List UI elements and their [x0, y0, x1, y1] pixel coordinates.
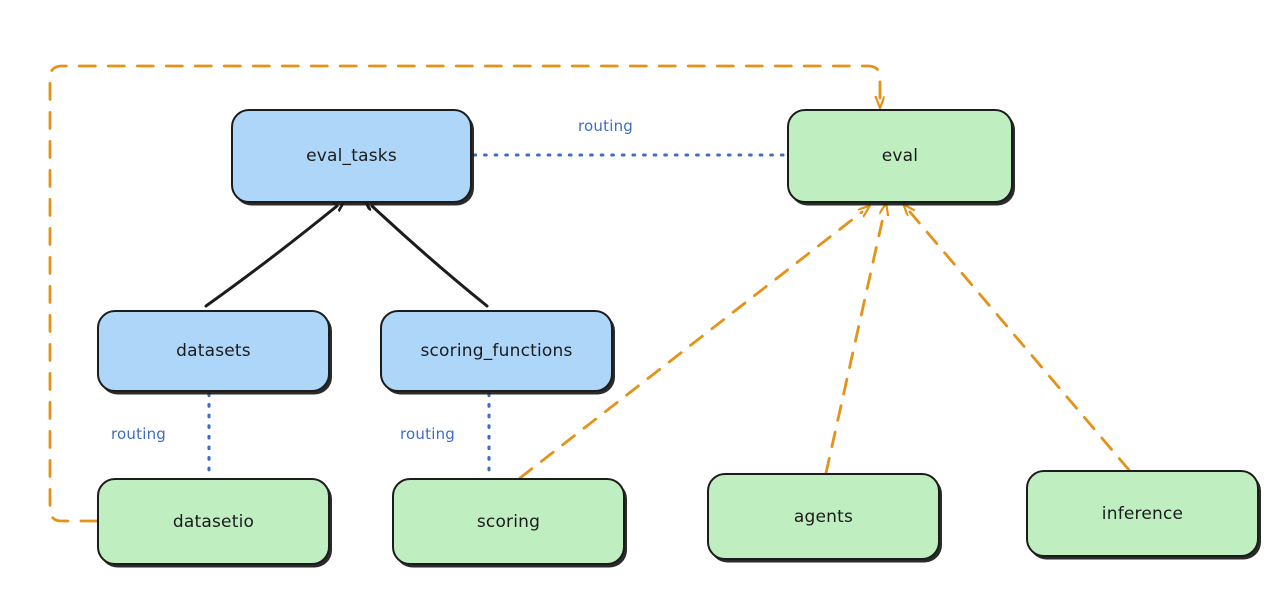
- node-label: eval: [881, 146, 919, 166]
- edge-datasets-eval_tasks: [204, 206, 337, 308]
- node-eval-tasks[interactable]: eval_tasks: [231, 109, 472, 203]
- node-label: datasetio: [172, 511, 255, 532]
- node-label: agents: [793, 506, 854, 527]
- edge-label-routing-datasets: routing: [111, 425, 166, 443]
- node-agents[interactable]: agents: [707, 473, 940, 560]
- edge-scoring-eval: [518, 212, 862, 480]
- edge-agents-eval: [824, 213, 884, 475]
- node-label: scoring: [476, 511, 541, 532]
- node-inference[interactable]: inference: [1026, 470, 1259, 557]
- edge-label-routing-scoring-functions: routing: [400, 425, 455, 443]
- node-label: eval_tasks: [306, 146, 397, 166]
- node-datasetio[interactable]: datasetio: [97, 478, 330, 565]
- node-label: datasets: [176, 341, 251, 361]
- node-label: scoring_functions: [420, 341, 573, 361]
- edge-inference-eval: [910, 212, 1131, 472]
- node-eval[interactable]: eval: [787, 109, 1013, 203]
- node-scoring-functions[interactable]: scoring_functions: [380, 310, 613, 392]
- edge-datasetio-eval: [48, 64, 880, 523]
- node-scoring[interactable]: scoring: [392, 478, 625, 565]
- node-label: inference: [1101, 503, 1184, 524]
- node-datasets[interactable]: datasets: [97, 310, 330, 392]
- edge-label-routing-eval-tasks: routing: [578, 117, 633, 135]
- edge-scoring_functions-eval_tasks: [372, 206, 489, 308]
